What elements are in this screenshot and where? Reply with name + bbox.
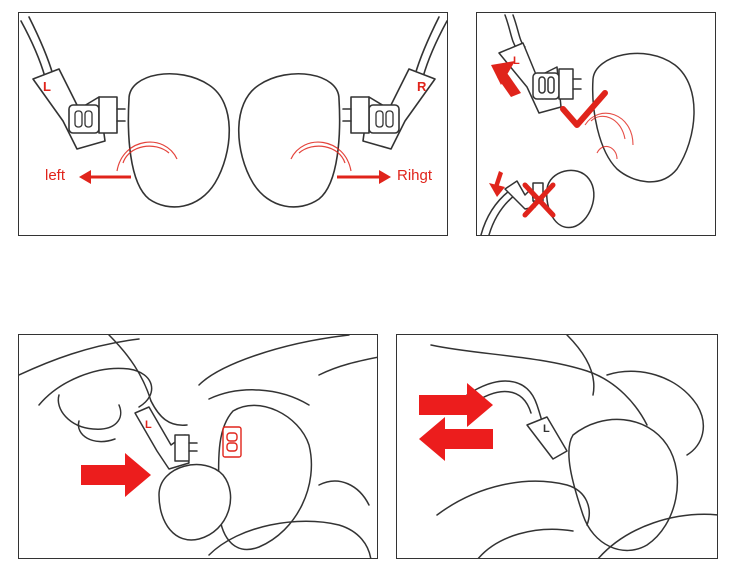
arrow-down-icon — [489, 171, 505, 197]
panel-push-pull-drawing — [419, 335, 717, 558]
label-plug-left-small: L — [513, 55, 520, 67]
label-plug-left: L — [43, 79, 51, 94]
panel-insert-cable: L — [18, 334, 378, 559]
panel-left-right: L R left Rihgt — [18, 12, 448, 236]
cross-icon — [522, 182, 556, 218]
arrow-right-push-icon — [419, 383, 493, 427]
panel-push-pull: L — [396, 334, 718, 559]
panel-plug-orientation: L — [476, 12, 716, 236]
panel-left-right-drawing — [20, 16, 447, 208]
arrow-up-icon — [491, 61, 521, 97]
arrow-right-icon — [81, 453, 151, 497]
arrow-left-pull-icon — [419, 417, 493, 461]
label-left: left — [45, 167, 66, 184]
panel-plug-orientation-drawing — [480, 14, 695, 235]
label-plug-right: R — [417, 79, 427, 94]
label-right: Rihgt — [397, 167, 433, 184]
label-plug-left-insert: L — [145, 419, 152, 431]
label-plug-left-pull: L — [543, 423, 550, 435]
check-icon — [560, 90, 608, 128]
panel-insert-cable-drawing — [19, 335, 377, 558]
